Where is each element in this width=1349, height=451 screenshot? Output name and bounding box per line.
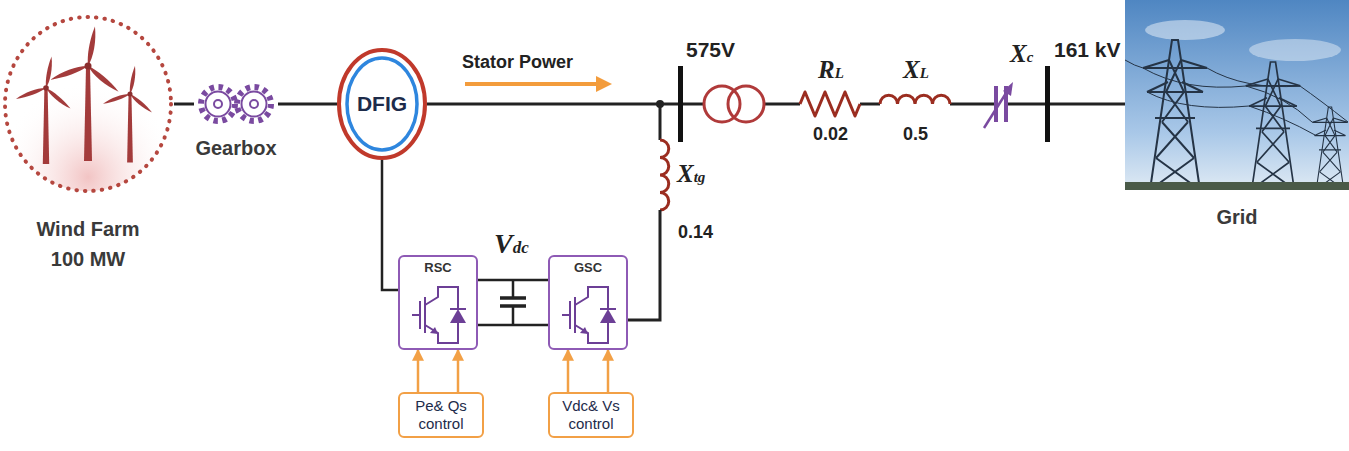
transformer-symbol — [704, 86, 764, 122]
node-label: RSC — [400, 260, 476, 275]
converter-box: RSC — [398, 255, 478, 350]
node-label: Vdc& Vs control — [554, 397, 628, 433]
bus-bar — [678, 66, 683, 142]
dc-rail — [478, 324, 548, 327]
control-arrow — [607, 350, 610, 392]
component-symbol: XL — [903, 56, 929, 84]
component-value: 0.14 — [678, 222, 713, 243]
grid-side-filter — [628, 104, 669, 320]
control-arrow — [457, 350, 460, 392]
node-label: Pe& Qs control — [404, 397, 478, 433]
gearbox-icon — [194, 76, 278, 132]
component-value: 0.5 — [903, 124, 928, 145]
dc-link-capacitor — [500, 280, 526, 325]
resistor-symbol — [800, 92, 860, 116]
component-value: 0.02 — [813, 124, 848, 145]
node-label: GSC — [550, 260, 626, 275]
control-arrow — [417, 350, 420, 392]
inductor-symbol — [880, 95, 950, 104]
stator-power-arrow — [465, 76, 612, 92]
converter-box: GSC — [548, 255, 628, 350]
generator-node: DFIG — [337, 48, 427, 160]
control-box: Pe& Qs control — [398, 392, 484, 438]
component-symbol: RL — [818, 56, 844, 84]
bus-bar — [1045, 66, 1050, 142]
grid-illustration — [1125, 0, 1349, 190]
dc-rail — [478, 279, 548, 282]
bus-voltage: 575V — [686, 38, 735, 62]
grid-node: Grid — [1125, 0, 1349, 229]
node-label: Grid — [1125, 206, 1349, 229]
bus-voltage: 161 kV — [1054, 38, 1121, 62]
node-label: Wind Farm 100 MW — [26, 214, 150, 274]
node-label: DFIG — [357, 92, 407, 116]
stator-line — [427, 103, 1125, 106]
control-arrow — [567, 350, 570, 392]
wind-farm-node: Wind Farm 100 MW — [2, 14, 174, 274]
component-symbol: Xc — [1010, 40, 1033, 68]
junction-dot — [656, 100, 664, 108]
control-box: Vdc& Vs control — [548, 392, 634, 438]
node-label: Gearbox — [194, 136, 278, 160]
drive-shaft — [278, 103, 337, 106]
gearbox-node: Gearbox — [194, 76, 278, 160]
wind-farm-illustration — [2, 14, 174, 194]
flow-label: Stator Power — [462, 52, 573, 73]
variable-capacitor-symbol — [984, 82, 1013, 128]
drive-shaft — [174, 103, 194, 106]
dc-link-voltage: Vdc — [494, 228, 529, 260]
component-symbol: Xtg — [677, 160, 705, 188]
rotor-wire — [382, 160, 398, 290]
